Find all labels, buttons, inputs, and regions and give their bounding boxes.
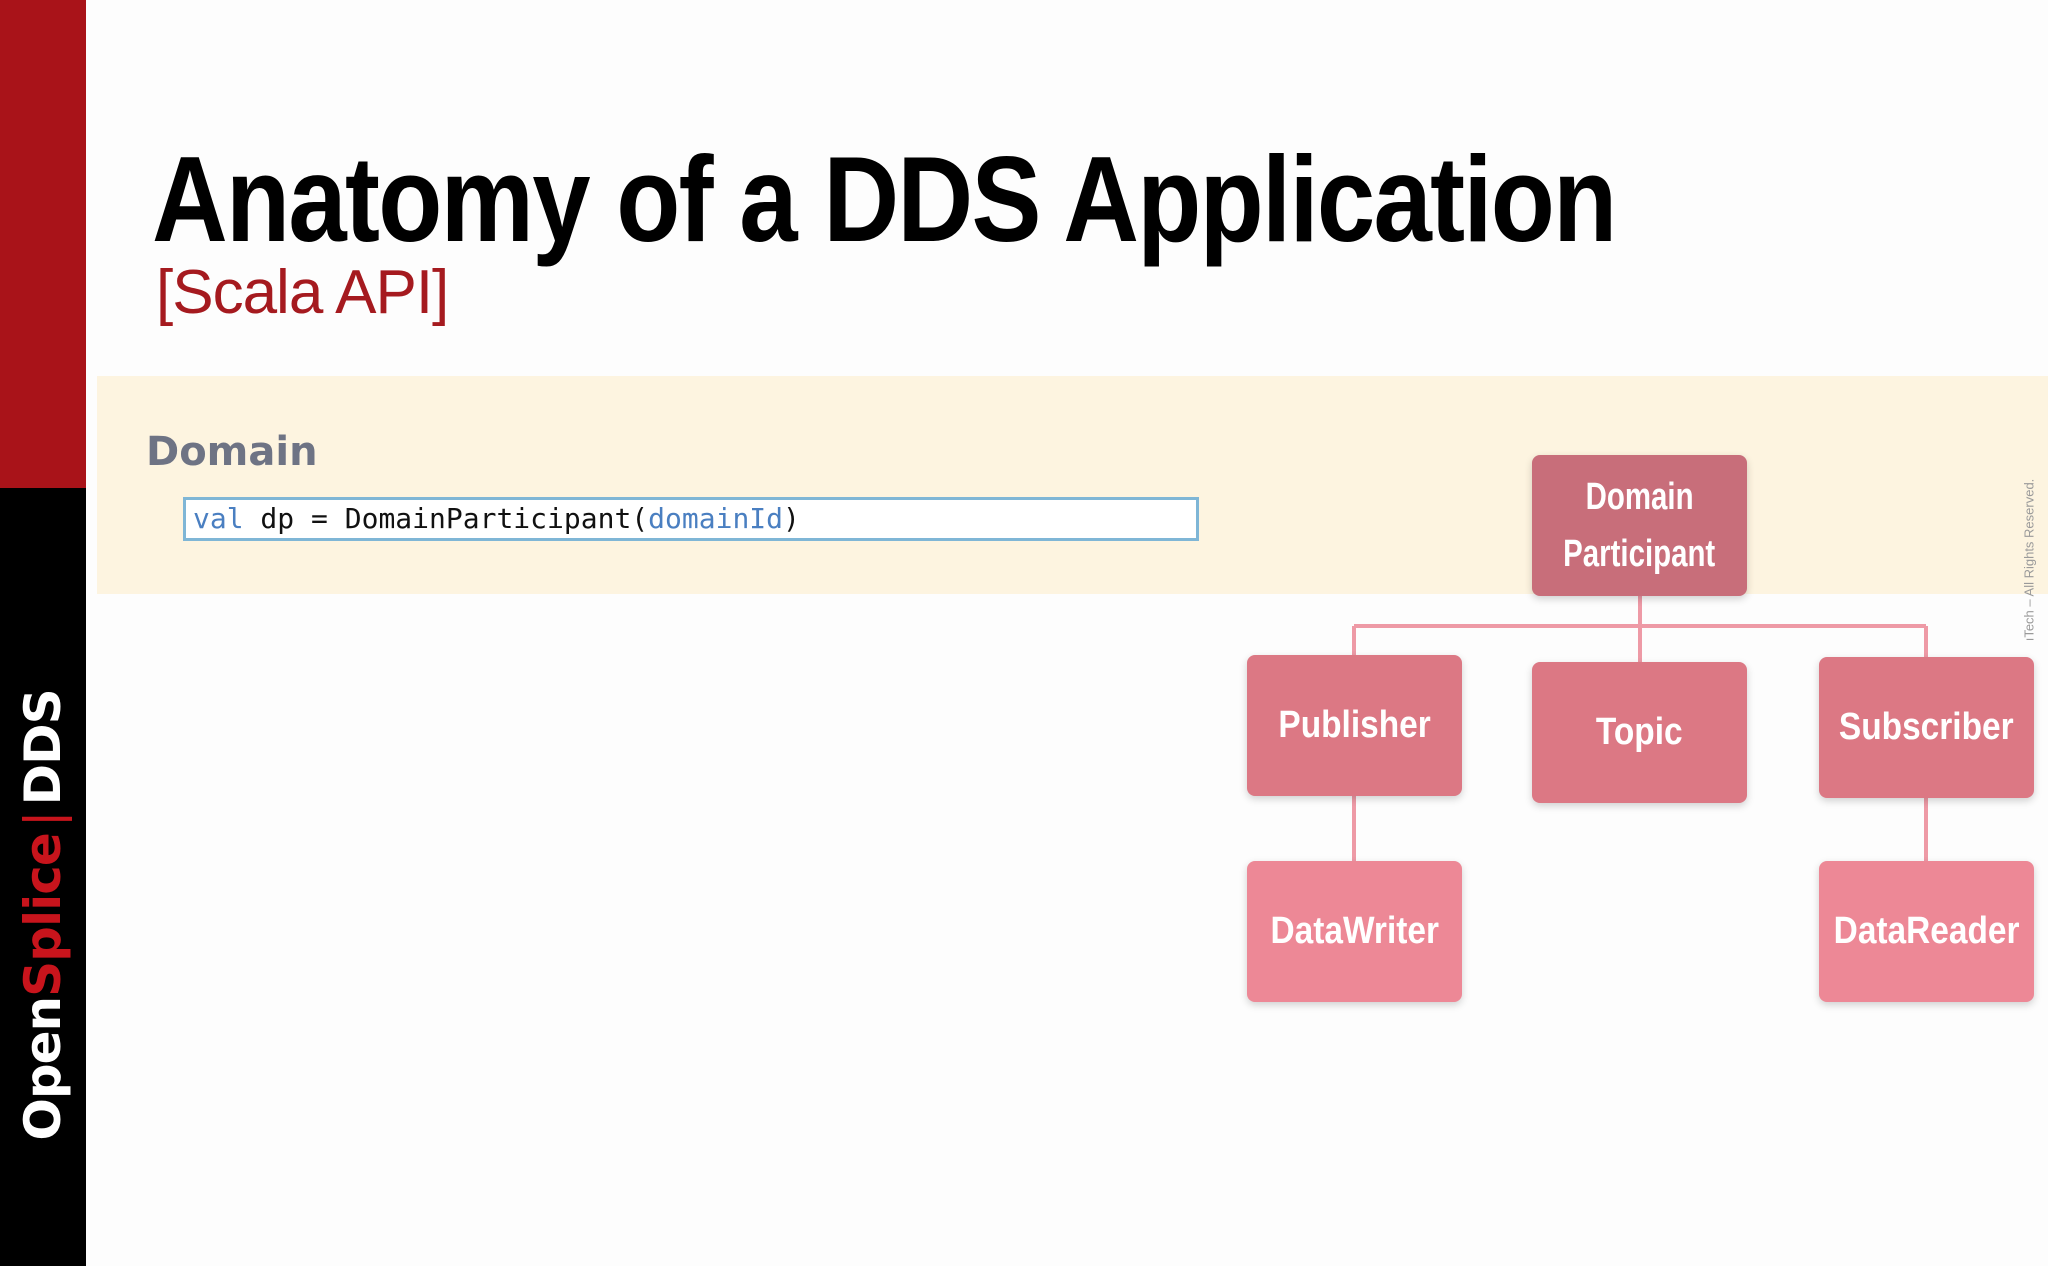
datareader-label: DataReader — [1833, 910, 2020, 952]
topic-label: Topic — [1596, 711, 1683, 753]
domain-section-band — [97, 376, 2048, 594]
sidebar-bottom-black — [0, 488, 86, 1266]
domain-participant-line2: Participant — [1563, 532, 1716, 575]
domain-section-label: Domain — [146, 429, 318, 475]
opensplice-dds-logo: OpenSplice | DDS — [14, 689, 72, 1140]
brand-open: Open — [14, 996, 72, 1141]
subscriber-node: Subscriber — [1819, 657, 2034, 798]
copyright-notice: ıTech – All Rights Reserved. — [2021, 478, 2037, 642]
sidebar-top-red — [0, 0, 86, 488]
slide-title: Anatomy of a DDS Application — [152, 131, 1617, 267]
topic-node: Topic — [1532, 662, 1747, 803]
slide-subtitle: [Scala API] — [156, 258, 449, 327]
subscriber-label: Subscriber — [1839, 706, 2014, 748]
datawriter-node: DataWriter — [1247, 861, 1462, 1002]
datawriter-label: DataWriter — [1270, 910, 1439, 952]
datareader-node: DataReader — [1819, 861, 2034, 1002]
code-body: dp = DomainParticipant( — [243, 502, 649, 535]
code-snippet: val dp = DomainParticipant(domainId) — [183, 497, 1199, 541]
brand-splice: Splice — [14, 833, 72, 997]
code-close: ) — [783, 502, 800, 535]
brand-separator: | — [14, 811, 72, 828]
domain-participant-line1: Domain — [1585, 475, 1694, 518]
brand-dds: DDS — [14, 689, 72, 806]
code-param: domainId — [648, 502, 784, 535]
publisher-node: Publisher — [1247, 655, 1462, 796]
publisher-label: Publisher — [1278, 704, 1431, 746]
code-keyword: val — [193, 502, 244, 535]
